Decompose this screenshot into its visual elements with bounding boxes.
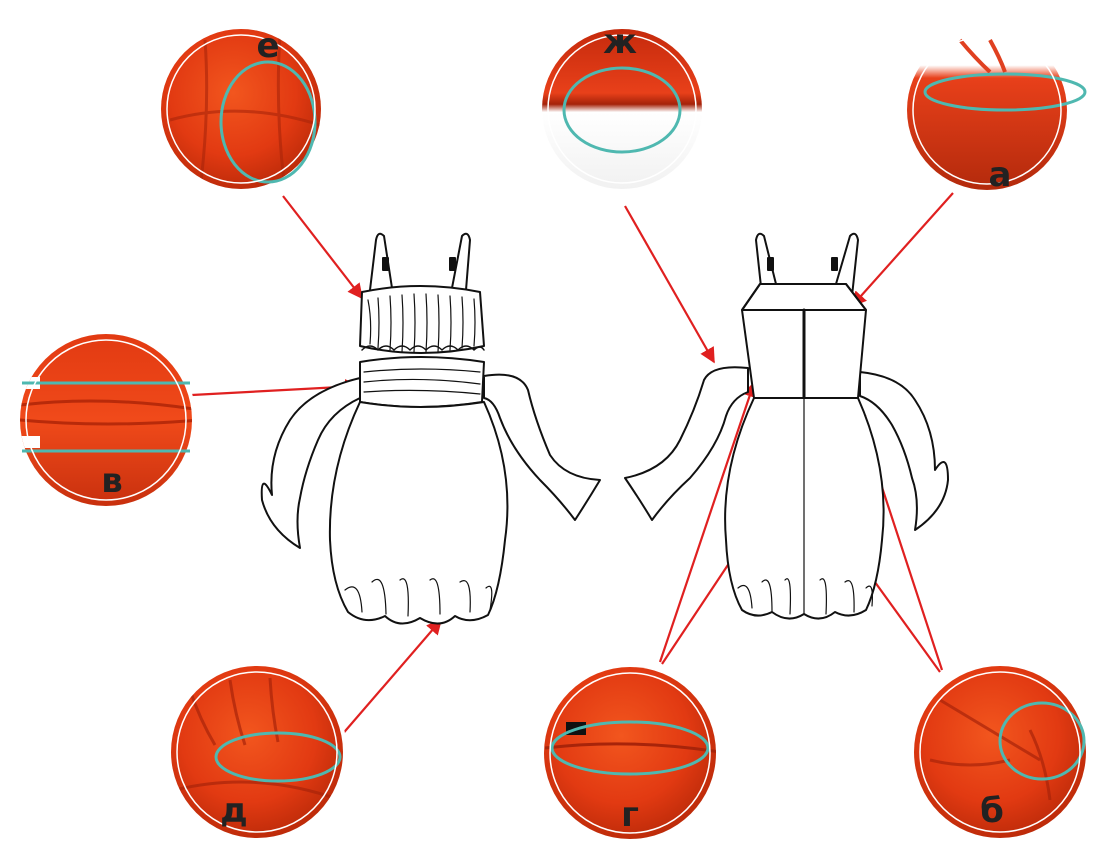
arrow-d [340, 620, 441, 737]
callout-letter-v: в [101, 461, 123, 501]
front-skirt [330, 402, 508, 624]
callout-letter-zh: ж [603, 22, 637, 62]
callout-e: е [157, 25, 325, 193]
callout-v: в [15, 330, 200, 510]
callout-a: а [903, 26, 1085, 195]
arrow-e [283, 196, 362, 298]
callout-letter-e: е [256, 26, 279, 66]
callout-b: б [910, 662, 1090, 842]
callout-g: г [540, 663, 720, 843]
arrow-a [852, 193, 953, 306]
callout-letter-g: г [621, 795, 639, 835]
callout-letter-b: б [980, 791, 1004, 831]
callout-letter-a: а [989, 155, 1012, 195]
arrow-zh [625, 206, 714, 362]
callout-zh: ж [538, 22, 706, 193]
callout-d: д [167, 662, 347, 842]
callout-letter-d: д [220, 791, 247, 831]
dress-front-sketch [262, 234, 600, 624]
